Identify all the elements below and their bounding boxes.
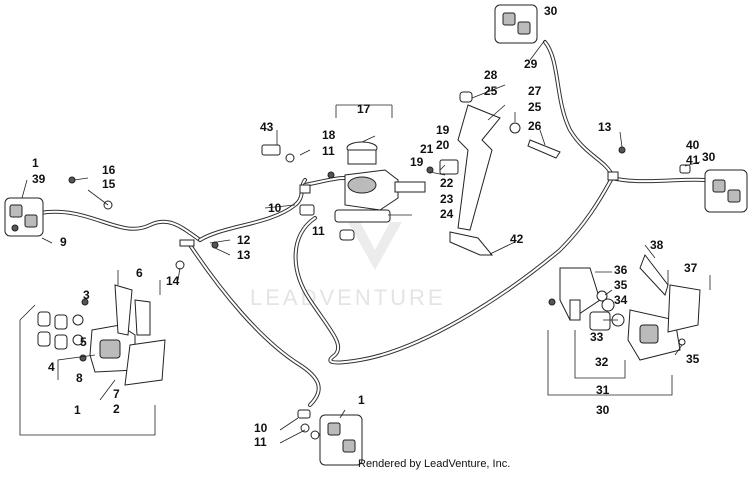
callout: 17 bbox=[357, 102, 371, 116]
callout: 12 bbox=[237, 233, 251, 247]
brake-pedal bbox=[426, 91, 561, 256]
callout: 1 bbox=[32, 156, 39, 170]
callout: 2 bbox=[113, 402, 120, 416]
front-left-caliper bbox=[4, 197, 53, 244]
callout: 40 bbox=[686, 138, 700, 152]
callout: 10 bbox=[254, 421, 268, 435]
callout: 28 bbox=[484, 68, 498, 82]
callout: 20 bbox=[436, 138, 450, 152]
callout: 4 bbox=[48, 360, 55, 374]
callout: 35 bbox=[686, 352, 700, 366]
callout: 10 bbox=[268, 201, 282, 215]
render-credit: Rendered by LeadVenture, Inc. bbox=[358, 458, 511, 470]
callout: 15 bbox=[102, 177, 116, 191]
callout: 23 bbox=[440, 192, 454, 206]
callout: 14 bbox=[166, 274, 180, 288]
callout: 21 bbox=[420, 142, 434, 156]
callout: 1 bbox=[358, 393, 365, 407]
watermark-text: LEADVENTURE bbox=[250, 285, 446, 310]
callout: 9 bbox=[60, 235, 67, 249]
front-lower-caliper bbox=[297, 409, 363, 466]
callout: 24 bbox=[440, 207, 454, 221]
leader-lines bbox=[21, 39, 701, 444]
callout: 30 bbox=[596, 403, 610, 417]
callout: 31 bbox=[596, 383, 610, 397]
callout: 18 bbox=[322, 128, 336, 142]
brake-lines bbox=[38, 40, 707, 407]
callout: 1 bbox=[74, 403, 81, 417]
callout: 8 bbox=[76, 371, 83, 385]
callout: 11 bbox=[322, 144, 335, 158]
callout: 38 bbox=[650, 238, 664, 252]
callout: 19 bbox=[410, 155, 424, 169]
callout: 13 bbox=[598, 120, 612, 134]
callout: 33 bbox=[590, 330, 604, 344]
callout: 11 bbox=[312, 224, 325, 238]
callout: 11 bbox=[254, 435, 267, 449]
master-cylinder bbox=[261, 141, 426, 241]
callout: 30 bbox=[544, 4, 558, 18]
callout: 19 bbox=[436, 123, 450, 137]
callout: 35 bbox=[614, 278, 628, 292]
callout: 27 bbox=[528, 84, 542, 98]
callout: 3 bbox=[83, 288, 90, 302]
callout: 32 bbox=[595, 355, 609, 369]
callout: 25 bbox=[528, 100, 542, 114]
callout: 41 bbox=[686, 153, 700, 167]
callout: 34 bbox=[614, 293, 628, 307]
callout: 7 bbox=[113, 387, 120, 401]
callout: 13 bbox=[237, 248, 251, 262]
caliper-exploded-right bbox=[548, 253, 701, 361]
callout: 5 bbox=[80, 335, 87, 349]
callout: 25 bbox=[484, 84, 498, 98]
callout: 16 bbox=[102, 163, 116, 177]
callout: 22 bbox=[440, 176, 454, 190]
callout: 37 bbox=[684, 261, 698, 275]
callout: 6 bbox=[136, 266, 143, 280]
callout: 26 bbox=[528, 119, 542, 133]
callout: 29 bbox=[524, 57, 538, 71]
caliper-exploded-left bbox=[37, 284, 166, 386]
callout: 43 bbox=[260, 120, 274, 134]
rear-right-upper-caliper bbox=[494, 4, 538, 44]
callout: 42 bbox=[510, 232, 524, 246]
callout: 39 bbox=[32, 172, 46, 186]
callout-labels: 1 39 16 15 9 3 6 5 4 8 7 2 1 43 18 17 11… bbox=[32, 4, 716, 449]
leadventure-watermark: LEADVENTURE bbox=[250, 222, 446, 310]
assembly-brackets bbox=[19, 104, 711, 436]
rear-right-lower-caliper bbox=[618, 146, 748, 213]
callout: 36 bbox=[614, 263, 628, 277]
callout: 30 bbox=[702, 150, 716, 164]
